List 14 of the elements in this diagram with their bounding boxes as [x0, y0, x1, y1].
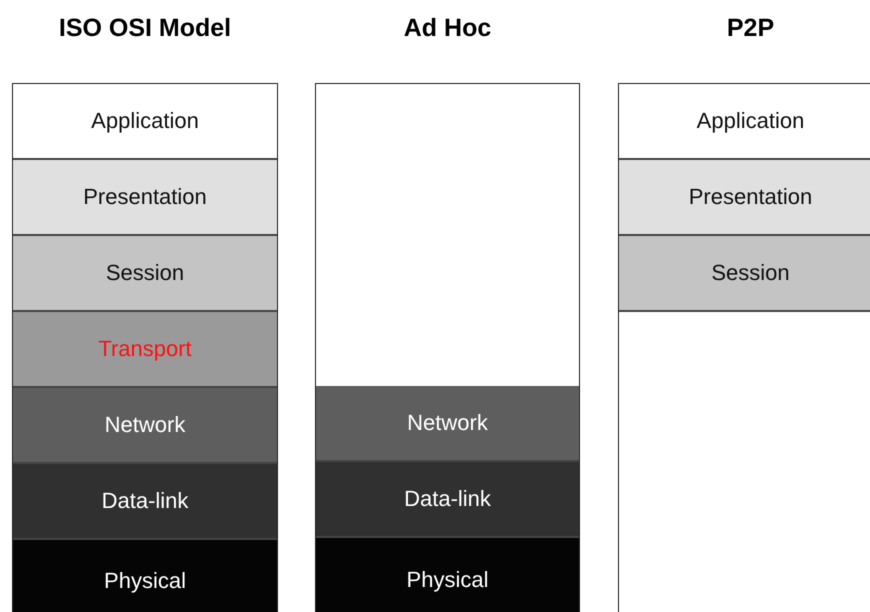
protocol-layer: Network — [13, 388, 277, 464]
protocol-layer: Session — [13, 236, 277, 312]
protocol-layer: Network — [316, 386, 579, 462]
protocol-layer: Presentation — [13, 160, 277, 236]
protocol-layer: Physical — [316, 538, 579, 612]
column-heading: ISO OSI Model — [58, 14, 232, 43]
protocol-layer: Physical — [13, 540, 277, 612]
protocol-layer: Data-link — [316, 462, 579, 538]
protocol-layer: Transport — [13, 312, 277, 388]
protocol-layer: Presentation — [619, 160, 870, 236]
protocol-layer: Data-link — [13, 464, 277, 540]
column-heading: Ad Hoc — [402, 14, 492, 43]
column-heading: P2P — [726, 14, 776, 43]
protocol-layer: Session — [619, 236, 870, 312]
